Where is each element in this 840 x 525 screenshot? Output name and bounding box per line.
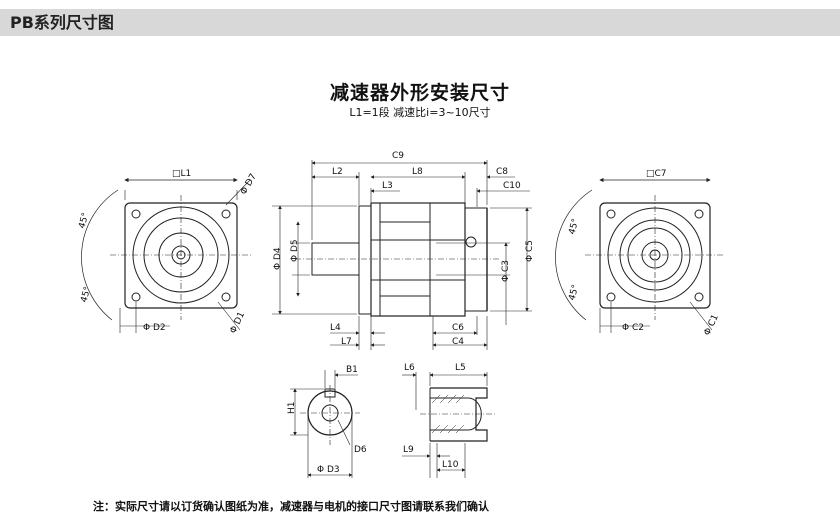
side-dim-L7: L7 <box>341 337 352 347</box>
side-dim-L4: L4 <box>330 323 341 333</box>
side-dim-L3: L3 <box>382 181 393 191</box>
side-dim-C6: C6 <box>452 323 464 333</box>
front-dim-D7: Φ D7 <box>239 172 259 197</box>
shaft-dim-B1: B1 <box>346 365 358 375</box>
side-dim-C5: Φ C5 <box>525 240 535 262</box>
side-dim-C9: C9 <box>392 151 404 161</box>
section-dim-L5: L5 <box>455 363 466 373</box>
section-dim-L6: L6 <box>404 363 415 373</box>
front-bolt-holes <box>131 209 231 302</box>
drawing-title: 减速器外形安装尺寸 <box>329 82 510 104</box>
rear-dim-C7: □C7 <box>646 169 667 179</box>
front-dim-D2: Φ D2 <box>143 323 166 333</box>
rear-dim-C2: Φ C2 <box>622 323 644 333</box>
front-angle-bottom: 45° <box>80 286 94 304</box>
section-dim-L10: L10 <box>442 460 459 470</box>
side-dim-C3: Φ C3 <box>501 260 511 282</box>
side-dim-C4: C4 <box>452 337 464 347</box>
input-flange <box>464 207 488 312</box>
output-flange <box>358 205 372 315</box>
side-dim-L2: L2 <box>332 167 343 177</box>
side-dim-D4: Φ D4 <box>273 247 283 270</box>
header-bar: PB系列尺寸图 <box>0 9 840 36</box>
side-dim-L8: L8 <box>412 167 423 177</box>
shaft-dim-H1: H1 <box>287 402 297 415</box>
header-title: PB系列尺寸图 <box>10 13 114 32</box>
front-view <box>81 177 252 333</box>
rear-bolt-holes <box>606 209 704 302</box>
side-dim-C10: C10 <box>503 181 521 191</box>
section-dim-L9: L9 <box>403 445 414 455</box>
drawing-subtitle: L1=1段 减速比i=3~10尺寸 <box>349 106 491 119</box>
front-dim-L1: □L1 <box>172 169 191 179</box>
footnote: 注：实际尺寸请以订货确认图纸为准，减速器与电机的接口尺寸图请联系我们确认 <box>93 500 489 513</box>
gear-housing <box>370 202 466 317</box>
rear-dim-C1: Φ C1 <box>703 313 721 337</box>
side-dim-D5: Φ D5 <box>290 239 300 262</box>
front-angle-top: 45° <box>78 212 92 230</box>
side-view <box>272 160 532 350</box>
rear-angle-bottom: 45° <box>568 284 582 302</box>
rear-view <box>555 177 725 333</box>
section-detail <box>402 372 495 478</box>
shaft-dim-D6: D6 <box>354 445 367 455</box>
shaft-detail <box>290 370 360 478</box>
shaft-dim-D3: Φ D3 <box>317 465 340 475</box>
front-dim-D1: Φ D1 <box>229 311 248 336</box>
side-dim-C8: C8 <box>496 167 508 177</box>
rear-angle-top: 45° <box>568 218 582 236</box>
